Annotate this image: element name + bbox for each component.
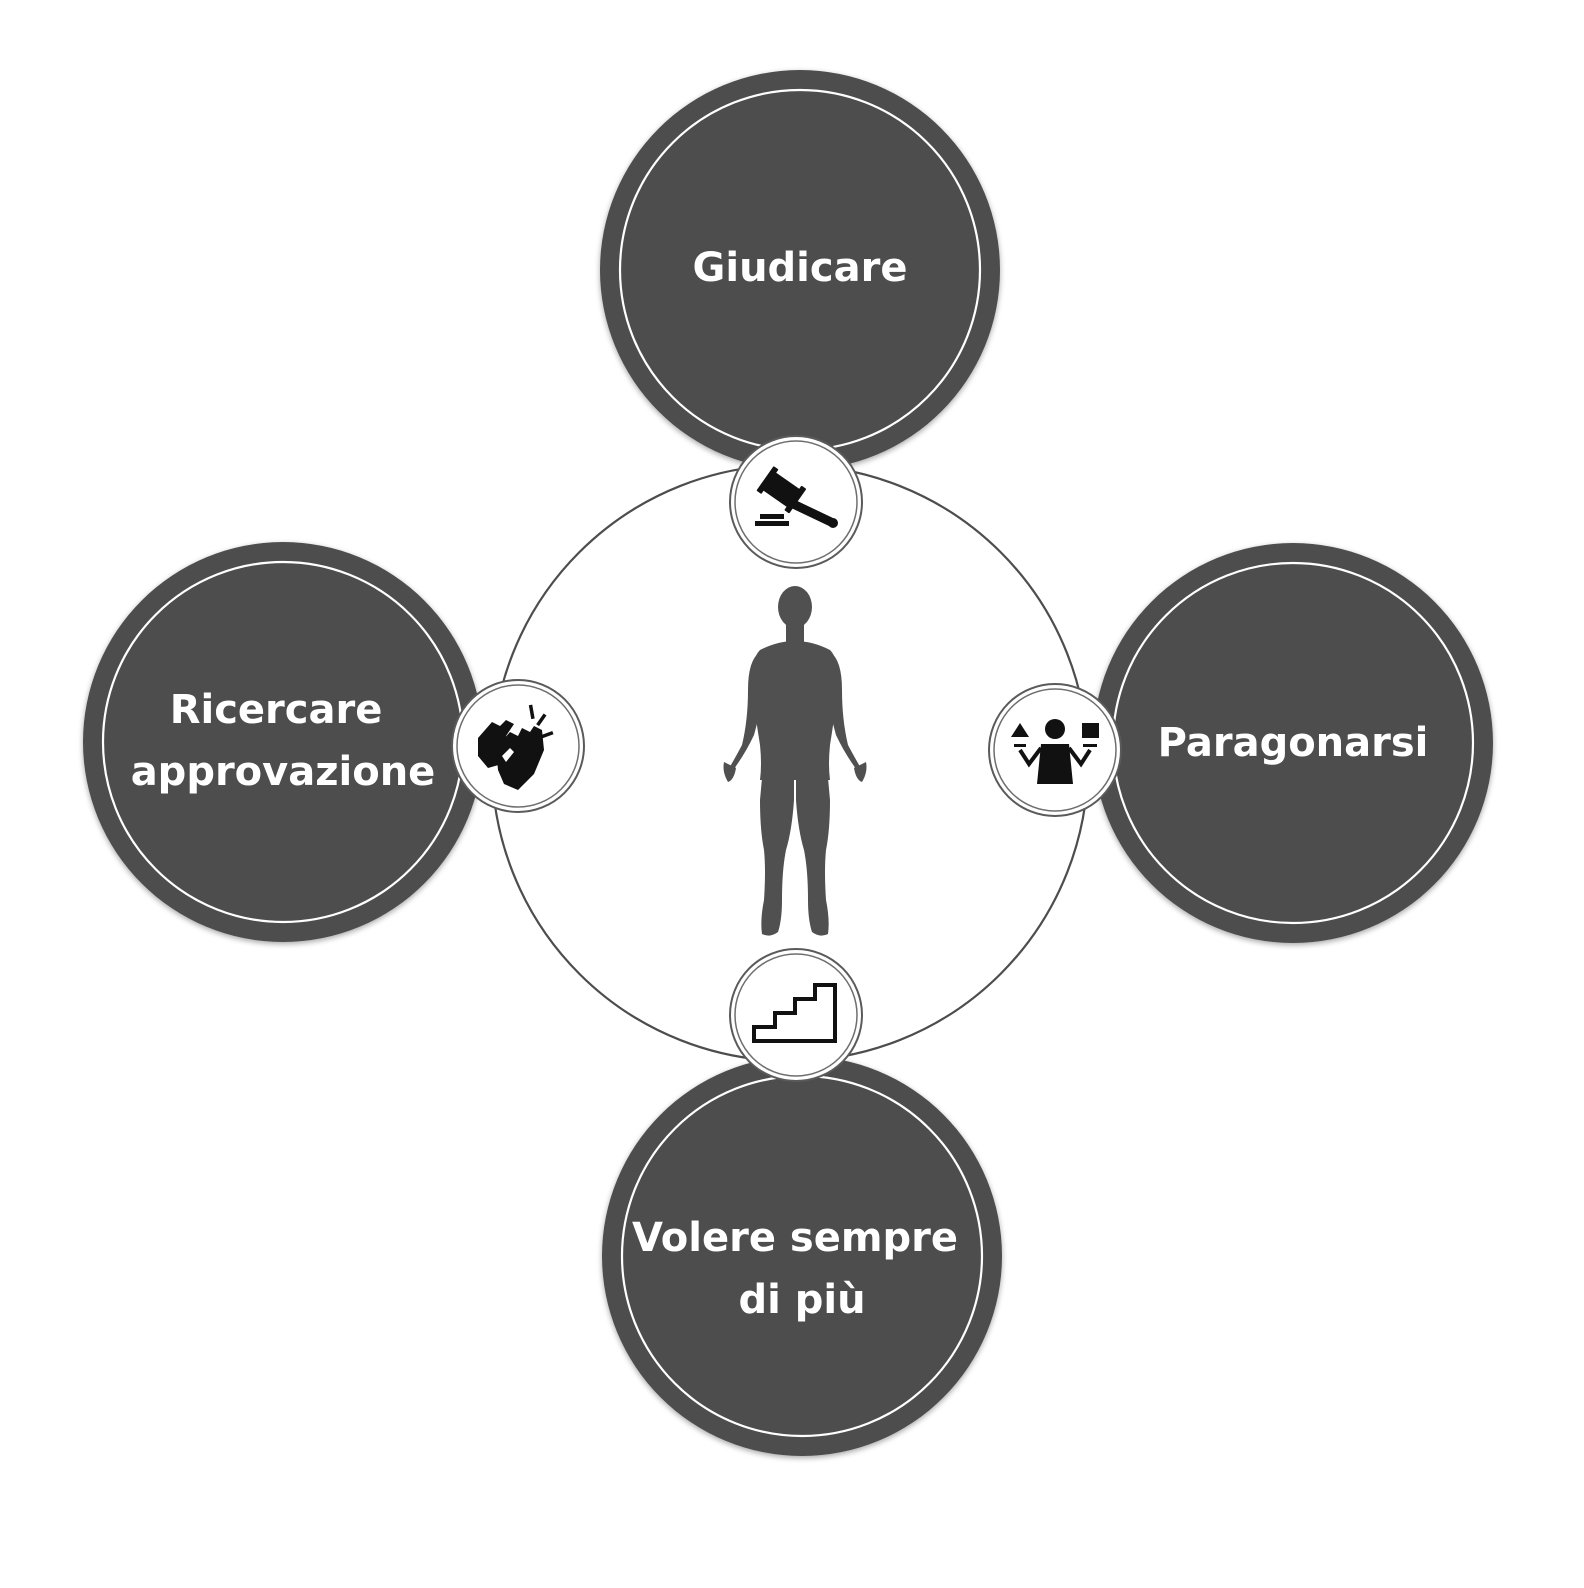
node-bottom-label: Volere sempre di più [632,1215,972,1323]
node-left-label-line-2: approvazione [131,749,436,795]
node-top: Giudicare [600,70,1000,470]
node-bottom-label-line-2: di più [738,1277,865,1323]
node-right-label-line-1: Paragonarsi [1158,720,1429,766]
badge-right [988,683,1122,817]
node-top-label-line-1: Giudicare [693,245,908,291]
node-right-label: Paragonarsi [1158,720,1429,766]
compare-person-icon [1011,719,1099,784]
node-bottom-circle [602,1056,1002,1456]
node-left: Ricercare approvazione [83,542,483,942]
stairs-icon [752,983,837,1043]
badge-left [451,679,585,813]
badge-bottom [729,948,863,1082]
badge-top [729,435,863,569]
node-left-label: Ricercare approvazione [131,687,436,795]
node-left-circle [83,542,483,942]
node-bottom-label-line-1: Volere sempre [632,1215,958,1261]
gavel-icon [755,466,838,528]
node-right-circle [1093,543,1493,943]
node-top-circle [600,70,1000,470]
node-right: Paragonarsi [1093,543,1493,943]
node-bottom: Volere sempre di più [602,1056,1002,1456]
node-left-label-line-1: Ricercare [170,687,383,733]
node-top-label: Giudicare [693,245,908,291]
human-silhouette-icon [723,586,867,936]
clapping-hands-icon [478,704,554,790]
